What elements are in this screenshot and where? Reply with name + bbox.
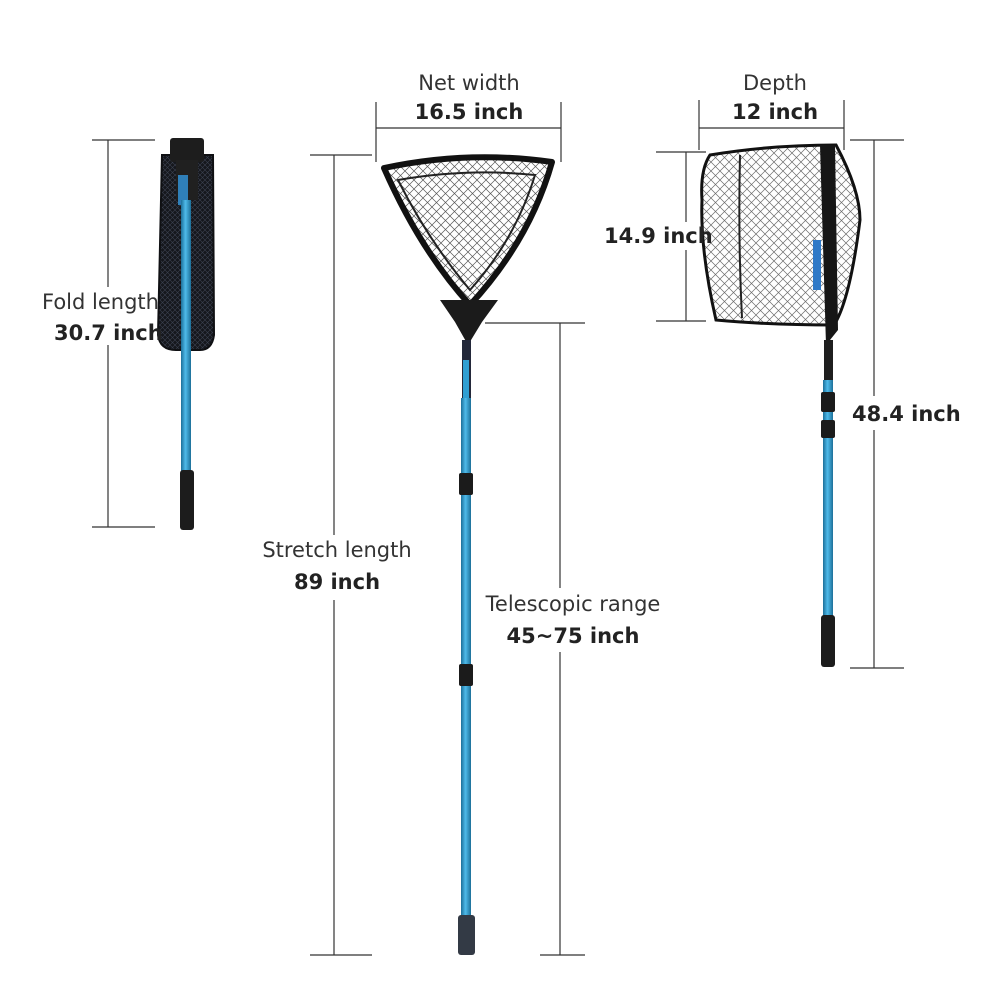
- stretch-length-value: 89 inch: [293, 570, 381, 594]
- folded-net: [92, 138, 216, 530]
- stretch-length-dimension: [310, 154, 372, 956]
- fold-length-label: Fold length: [42, 290, 159, 314]
- center-grip: [458, 915, 475, 955]
- folded-pole: [181, 200, 191, 475]
- telescopic-range-value: 45~75 inch: [506, 624, 640, 648]
- depth-value: 12 inch: [731, 100, 819, 124]
- telescopic-dimension: [485, 322, 585, 956]
- side-pole: [823, 380, 833, 620]
- net-width-dimension: [375, 102, 562, 162]
- head-height-value: 14.9 inch: [604, 224, 713, 248]
- telescopic-range-label: Telescopic range: [485, 592, 661, 616]
- triangle-mesh: [384, 157, 552, 305]
- total-length-dimension: [850, 139, 904, 669]
- depth-label: Depth: [743, 71, 807, 95]
- net-width-value: 16.5 inch: [414, 100, 524, 124]
- fold-length-value: 30.7 inch: [54, 321, 163, 345]
- center-pole: [461, 398, 471, 923]
- extended-net: [310, 102, 585, 956]
- stretch-length-label: Stretch length: [262, 538, 412, 562]
- net-width-label: Net width: [418, 71, 520, 95]
- side-view-net: [656, 100, 904, 669]
- head-height-dimension: [656, 151, 706, 322]
- depth-dimension: [698, 100, 845, 150]
- fold-length-dimension: [92, 139, 155, 528]
- side-grip: [821, 615, 835, 667]
- total-length-value: 48.4 inch: [852, 402, 961, 426]
- folded-grip: [180, 470, 194, 530]
